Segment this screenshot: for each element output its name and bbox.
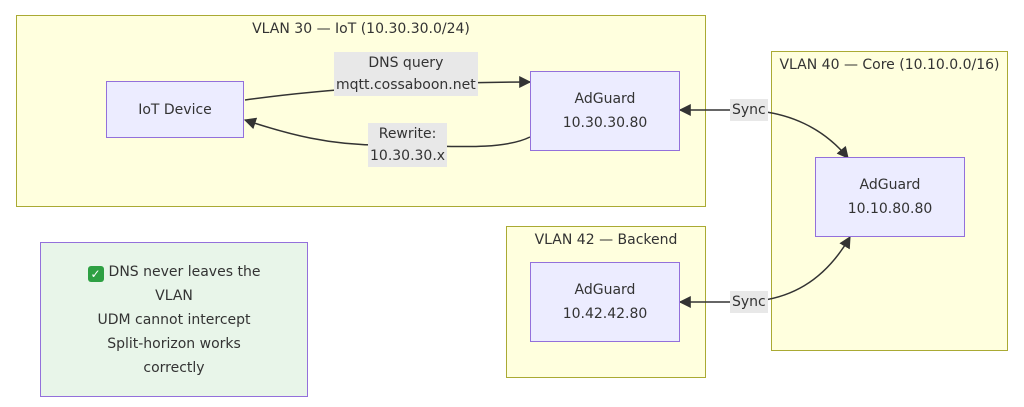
adguard-42-name: AdGuard — [574, 282, 636, 298]
sync-42-label: Sync — [730, 291, 768, 313]
dns-query-label: DNS query mqtt.cossaboon.net — [334, 52, 478, 96]
note-line-2: VLAN — [155, 287, 193, 304]
rewrite-label: Rewrite: 10.30.30.x — [368, 123, 448, 167]
sync-30-label: Sync — [730, 99, 768, 121]
note-line-3: UDM cannot intercept — [97, 311, 251, 328]
adguard-30-node: AdGuard 10.30.30.80 — [530, 71, 680, 151]
iot-device-node: IoT Device — [106, 81, 244, 138]
iot-device-label: IoT Device — [138, 101, 212, 118]
note-line-4: Split-horizon works — [107, 335, 241, 352]
check-mark-icon: ✓ — [87, 265, 104, 282]
adguard-30-ip: 10.30.30.80 — [562, 115, 648, 131]
rewrite-label-line2: 10.30.30.x — [370, 148, 446, 164]
dns-note: ✓DNS never leaves the VLAN UDM cannot in… — [40, 242, 308, 397]
adguard-30-name: AdGuard — [574, 91, 636, 107]
vlan-42-title: VLAN 42 — Backend — [534, 232, 678, 248]
adguard-42-ip: 10.42.42.80 — [562, 306, 648, 322]
rewrite-label-line1: Rewrite: — [378, 126, 437, 142]
dns-query-label-line1: DNS query — [368, 55, 444, 71]
vlan-40-title: VLAN 40 — Core (10.10.0.0/16) — [779, 57, 1000, 73]
adguard-40-ip: 10.10.80.80 — [847, 201, 933, 217]
adguard-42-node: AdGuard 10.42.42.80 — [530, 262, 680, 342]
vlan-30-title: VLAN 30 — IoT (10.30.30.0/24) — [252, 21, 470, 37]
note-line-1: DNS never leaves the — [108, 263, 261, 280]
note-line-5: correctly — [143, 359, 205, 376]
adguard-40-name: AdGuard — [859, 177, 921, 193]
adguard-40-node: AdGuard 10.10.80.80 — [815, 157, 965, 237]
dns-query-label-line2: mqtt.cossaboon.net — [336, 77, 476, 93]
